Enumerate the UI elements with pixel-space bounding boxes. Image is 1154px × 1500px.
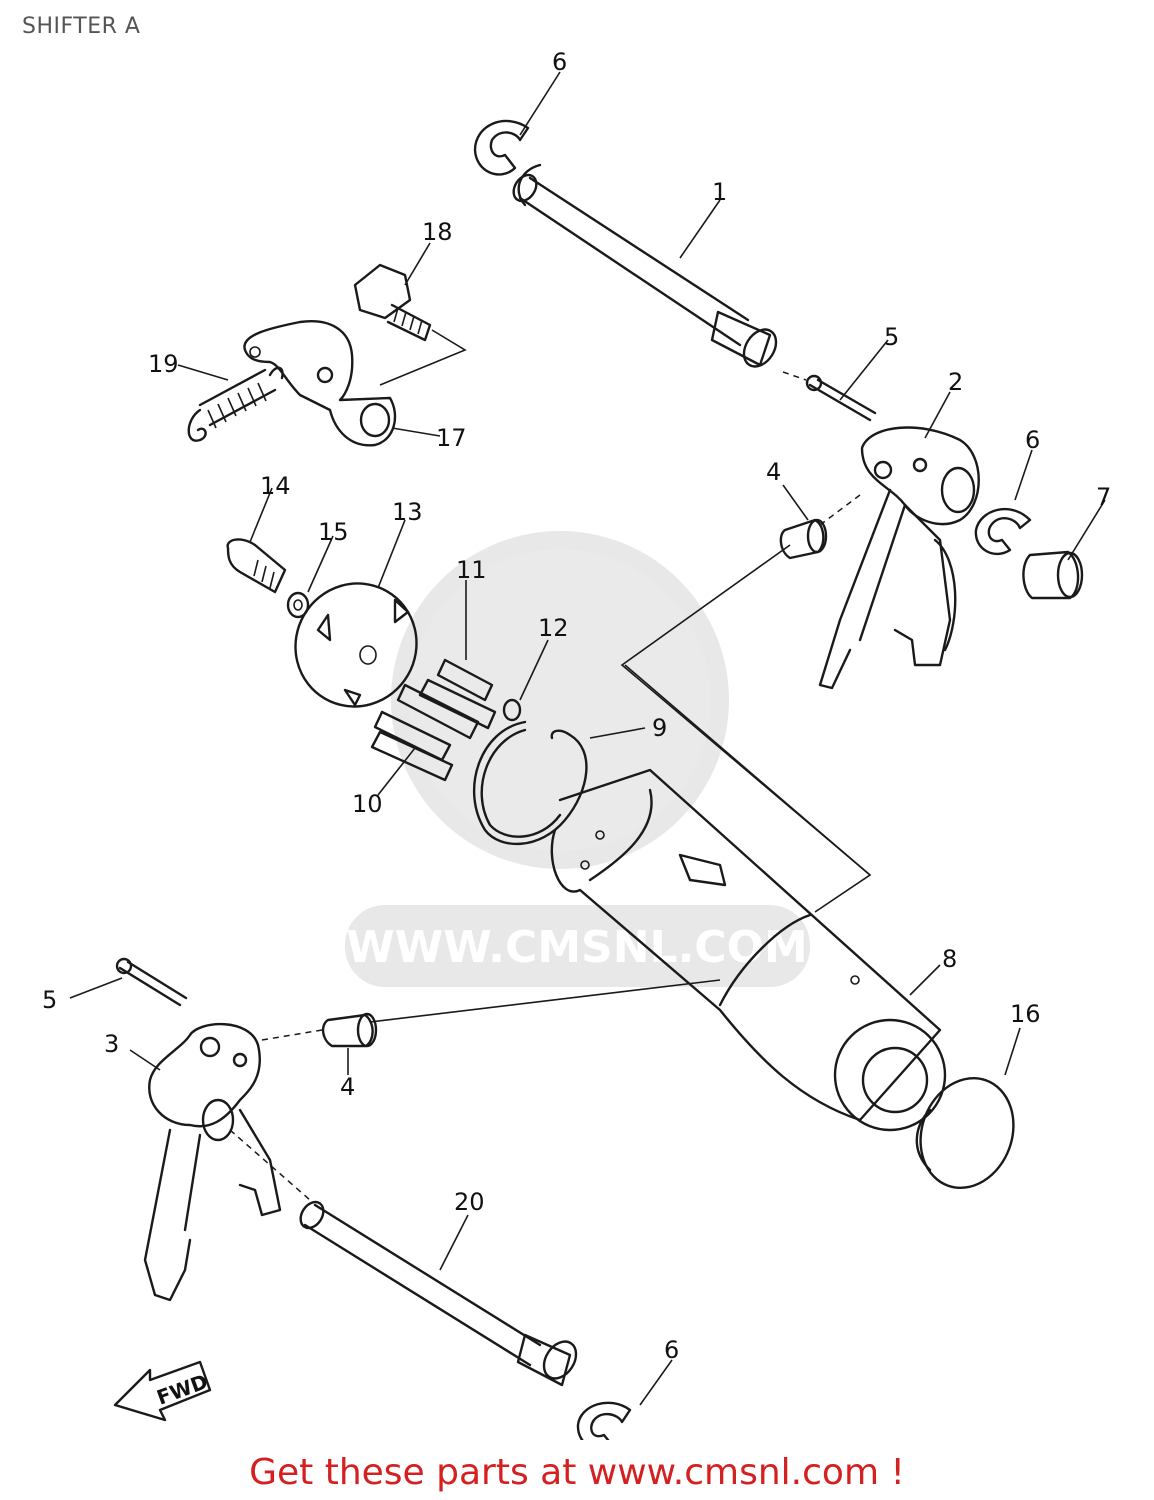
footer-link-text[interactable]: Get these parts at www.cmsnl.com ! xyxy=(249,1452,905,1493)
callout-2: 2 xyxy=(948,368,963,396)
part-10-pins xyxy=(370,710,454,782)
part-15-washer xyxy=(286,591,310,619)
callout-11: 11 xyxy=(456,556,487,584)
part-5-cotter-pin-left xyxy=(115,957,188,1007)
callout-4-right: 4 xyxy=(766,458,781,486)
part-14-bolt xyxy=(226,538,287,594)
part-17-stopper-lever xyxy=(243,320,397,447)
part-19-spring xyxy=(187,366,284,442)
callout-17: 17 xyxy=(436,424,467,452)
callout-4-left: 4 xyxy=(340,1073,355,1101)
part-18-bolt xyxy=(353,263,432,342)
callout-1: 1 xyxy=(712,178,727,206)
page-title: SHIFTER A xyxy=(22,14,141,39)
part-2-shift-fork xyxy=(818,426,980,690)
shifter-exploded-diagram: WWW.CMSNL.COM xyxy=(42,48,1111,1440)
fwd-arrow: FWD xyxy=(113,1360,212,1422)
callout-8: 8 xyxy=(942,945,957,973)
part-20-guide-bar xyxy=(299,1200,578,1387)
part-11-pins xyxy=(396,658,497,740)
callout-5-left: 5 xyxy=(42,986,57,1014)
part-3-shift-fork xyxy=(143,1023,282,1302)
callout-6-top: 6 xyxy=(552,48,567,76)
part-7-cap xyxy=(1022,550,1084,600)
callout-20: 20 xyxy=(454,1188,485,1216)
part-4-pin-left xyxy=(321,1012,378,1048)
part-1-guide-bar xyxy=(512,163,778,368)
callout-6-bottom: 6 xyxy=(664,1336,679,1364)
leader-lines xyxy=(69,71,1106,1406)
callout-13: 13 xyxy=(392,498,423,526)
part-12-pin xyxy=(502,698,522,722)
callout-16: 16 xyxy=(1010,1000,1041,1028)
part-8-shift-drum xyxy=(550,768,947,1132)
callout-15: 15 xyxy=(318,518,349,546)
callout-18: 18 xyxy=(422,218,453,246)
callout-6-right: 6 xyxy=(1025,426,1040,454)
callout-3: 3 xyxy=(104,1030,119,1058)
footer-banner: Get these parts at www.cmsnl.com ! xyxy=(0,1452,1154,1493)
part-13-segment xyxy=(294,582,418,708)
watermark-text: WWW.CMSNL.COM xyxy=(346,922,808,973)
callout-10: 10 xyxy=(352,790,383,818)
callout-7: 7 xyxy=(1096,483,1111,511)
callout-12: 12 xyxy=(538,614,569,642)
callout-labels: 1 2 3 4 4 5 5 6 6 6 7 8 9 10 11 12 13 14… xyxy=(42,48,1111,1364)
callout-5-top: 5 xyxy=(884,323,899,351)
callout-9: 9 xyxy=(652,714,667,742)
part-6-circlip-top xyxy=(473,119,530,176)
watermark: WWW.CMSNL.COM xyxy=(345,531,810,987)
part-6-circlip-bottom xyxy=(576,1401,632,1440)
part-5-cotter-pin-top xyxy=(805,374,877,422)
callout-14: 14 xyxy=(260,472,291,500)
part-16-plug xyxy=(915,1076,1015,1190)
callout-19: 19 xyxy=(148,350,179,378)
part-6-circlip-right xyxy=(974,508,1032,556)
part-4-pin-right xyxy=(779,518,828,560)
